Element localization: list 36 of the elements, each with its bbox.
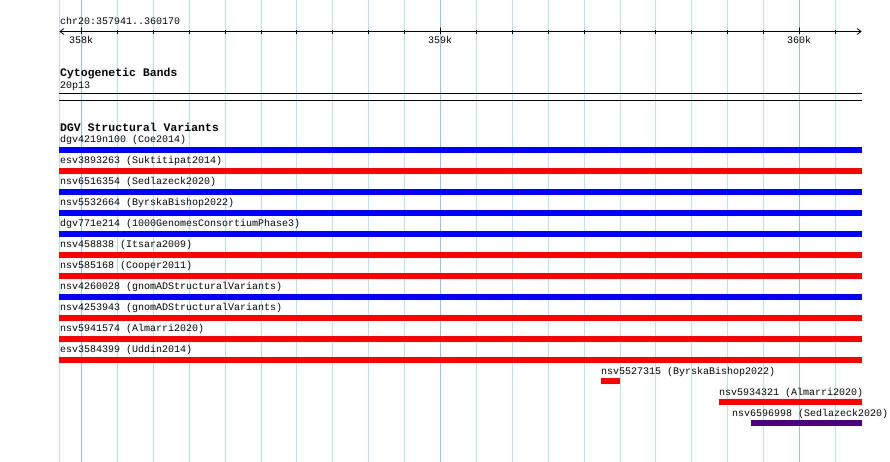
variant-bar <box>59 189 862 195</box>
variant-label: dgv4219n100 (Coe2014) <box>60 135 186 146</box>
variant-bar <box>59 252 862 258</box>
variant-label: nsv458838 (Itsara2009) <box>60 240 192 251</box>
variant-label: esv3584399 (Uddin2014) <box>60 345 192 356</box>
track-title: Cytogenetic Bands <box>60 68 178 80</box>
tick-label: 360k <box>787 36 811 46</box>
variant-bar <box>601 378 620 384</box>
variant-bar <box>59 231 862 237</box>
variant-label: nsv5527315 (ByrskaBishop2022) <box>601 366 776 378</box>
variant-bar <box>59 168 862 174</box>
cytoband-bar <box>59 93 862 101</box>
band-label: 20p13 <box>60 81 90 92</box>
variant-label: dgv771e214 (1000GenomesConsortiumPhase3) <box>60 219 300 230</box>
variant-bar <box>59 315 862 321</box>
variant-bar <box>59 273 862 279</box>
variant-label: nsv585168 (Cooper2011) <box>60 261 192 272</box>
variant-bar <box>59 147 862 153</box>
variant-bar <box>751 420 862 426</box>
variant-label: nsv4253943 (gnomADStructuralVariants) <box>60 303 282 314</box>
variant-label: nsv5941574 (Almarri2020) <box>60 324 204 335</box>
variant-label: nsv6596998 (Sedlazeck2020) <box>732 408 888 420</box>
variant-bar <box>59 357 862 363</box>
variant-bar <box>59 210 862 216</box>
variant-bar <box>59 336 862 342</box>
track-title: DGV Structural Variants <box>60 122 219 134</box>
variant-bar <box>719 399 862 405</box>
tick-label: 358k <box>69 36 93 46</box>
tick-label: 359k <box>428 36 452 46</box>
variant-label: nsv6516354 (Sedlazeck2020) <box>60 177 216 188</box>
variant-label: esv3893263 (Suktitipat2014) <box>60 156 222 167</box>
coordinate-range-label: chr20:357941..360170 <box>60 16 180 28</box>
variant-label: nsv4260028 (gnomADStructuralVariants) <box>60 282 282 293</box>
variant-label: nsv5934321 (Almarri2020) <box>719 388 864 398</box>
variant-bar <box>59 294 862 300</box>
variant-label: nsv5532664 (ByrskaBishop2022) <box>60 198 234 209</box>
